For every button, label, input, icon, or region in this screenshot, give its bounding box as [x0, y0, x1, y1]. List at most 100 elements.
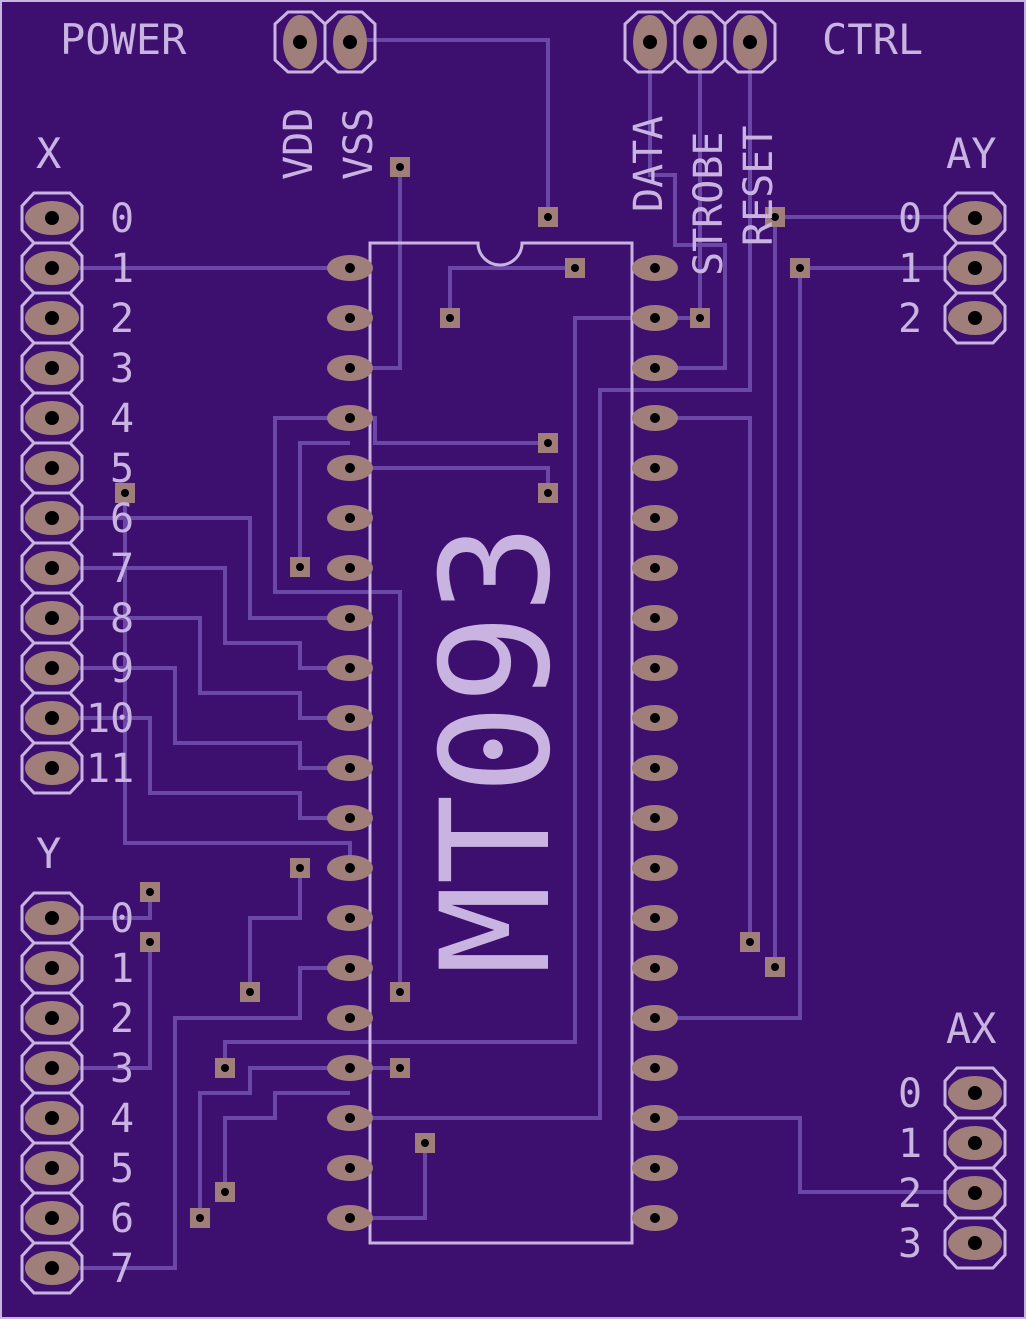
- y-pin-label: 7: [110, 1246, 134, 1292]
- ic-pin: [327, 805, 373, 831]
- ic-pin: [327, 655, 373, 681]
- via: [538, 483, 558, 503]
- ic-pin: [632, 955, 678, 981]
- ic-pin: [327, 255, 373, 281]
- x-pin-8: [20, 591, 84, 645]
- power-pin-vdd: [273, 10, 327, 74]
- ic-pin: [327, 905, 373, 931]
- ic-pin: [327, 355, 373, 381]
- ax-pin-label: 2: [898, 1171, 922, 1217]
- via: [565, 258, 585, 278]
- ic-pin: [327, 1005, 373, 1031]
- trace: [350, 40, 752, 1120]
- ic-pin: [327, 555, 373, 581]
- x-pin-10: [20, 691, 84, 745]
- ic-pin: [327, 955, 373, 981]
- ic-pin: [632, 605, 678, 631]
- ay-pin-label: 2: [898, 296, 922, 342]
- ic-pin: [632, 1055, 678, 1081]
- ic-pin: [632, 1155, 678, 1181]
- ic-pin: [327, 1205, 373, 1231]
- ic-pin: [327, 1155, 373, 1181]
- trace: [348, 38, 550, 217]
- trace: [52, 666, 350, 770]
- y-pin-label: 1: [110, 946, 134, 992]
- ic-pin: [632, 1105, 678, 1131]
- trace: [350, 1143, 427, 1220]
- via: [415, 1133, 435, 1153]
- via: [140, 882, 160, 902]
- via: [690, 308, 710, 328]
- trace: [298, 441, 350, 567]
- y-title: Y: [36, 829, 61, 878]
- ax-pin-label: 3: [898, 1221, 922, 1267]
- chip-label: MT093: [410, 523, 584, 975]
- ic-pin: [632, 705, 678, 731]
- reset-label: RESET: [736, 126, 782, 246]
- ctrl-pin-data: [623, 10, 677, 74]
- via: [390, 1058, 410, 1078]
- ic-pin: [632, 405, 678, 431]
- ic-pin: [632, 905, 678, 931]
- ay-title: AY: [946, 129, 997, 178]
- ic-pin: [327, 1105, 373, 1131]
- trace: [198, 1066, 400, 1218]
- vdd-label: VDD: [276, 108, 322, 180]
- ic-pin: [327, 855, 373, 881]
- ic-pin: [632, 855, 678, 881]
- x-pin-label: 4: [110, 396, 134, 442]
- ic-pin: [632, 555, 678, 581]
- ctrl-title: CTRL: [822, 15, 923, 64]
- via: [240, 982, 260, 1002]
- x-pin-label: 5: [110, 446, 134, 492]
- ax-title: AX: [946, 1004, 997, 1053]
- x-title: X: [36, 129, 61, 178]
- via: [115, 483, 135, 503]
- ic-pin: [327, 755, 373, 781]
- data-label: DATA: [626, 116, 672, 212]
- ax-pin-3: [943, 1216, 1007, 1270]
- trace: [52, 616, 350, 720]
- trace: [273, 416, 548, 992]
- vss-label: VSS: [336, 108, 382, 180]
- x-pin-5: [20, 441, 84, 495]
- trace: [248, 868, 302, 992]
- via: [765, 957, 785, 977]
- trace: [350, 316, 655, 1044]
- ic-pin: [327, 405, 373, 431]
- x-pin-6: [20, 491, 84, 545]
- x-pin-label: 9: [110, 646, 134, 692]
- trace: [52, 966, 350, 1270]
- power-pin-vss: [323, 10, 377, 74]
- ic-pin: [632, 255, 678, 281]
- ic-outline: [368, 241, 634, 1245]
- via: [440, 308, 460, 328]
- y-pin-label: 0: [110, 896, 134, 942]
- y-pin-label: 6: [110, 1196, 134, 1242]
- x-pin-label: 0: [110, 196, 134, 242]
- trace: [52, 716, 350, 820]
- x-pin-label: 11: [86, 746, 134, 792]
- via: [390, 982, 410, 1002]
- x-pin-4: [20, 391, 84, 445]
- via: [765, 207, 785, 227]
- trace: [52, 566, 350, 670]
- y-pin-label: 2: [110, 996, 134, 1042]
- via: [390, 157, 410, 177]
- ic-pin: [327, 1055, 373, 1081]
- x-pin-label: 2: [110, 296, 134, 342]
- x-pin-label: 8: [110, 596, 134, 642]
- x-pin-label: 7: [110, 546, 134, 592]
- ic-pin: [327, 455, 373, 481]
- ax-pin-label: 1: [898, 1121, 922, 1167]
- ctrl-pin-strobe: [673, 10, 727, 74]
- via: [790, 258, 810, 278]
- ctrl-pin-reset: [723, 10, 777, 74]
- via: [290, 557, 310, 577]
- via: [190, 1208, 210, 1228]
- trace: [52, 942, 152, 1070]
- via: [538, 433, 558, 453]
- ic-pin: [632, 505, 678, 531]
- y-pin-label: 5: [110, 1146, 134, 1192]
